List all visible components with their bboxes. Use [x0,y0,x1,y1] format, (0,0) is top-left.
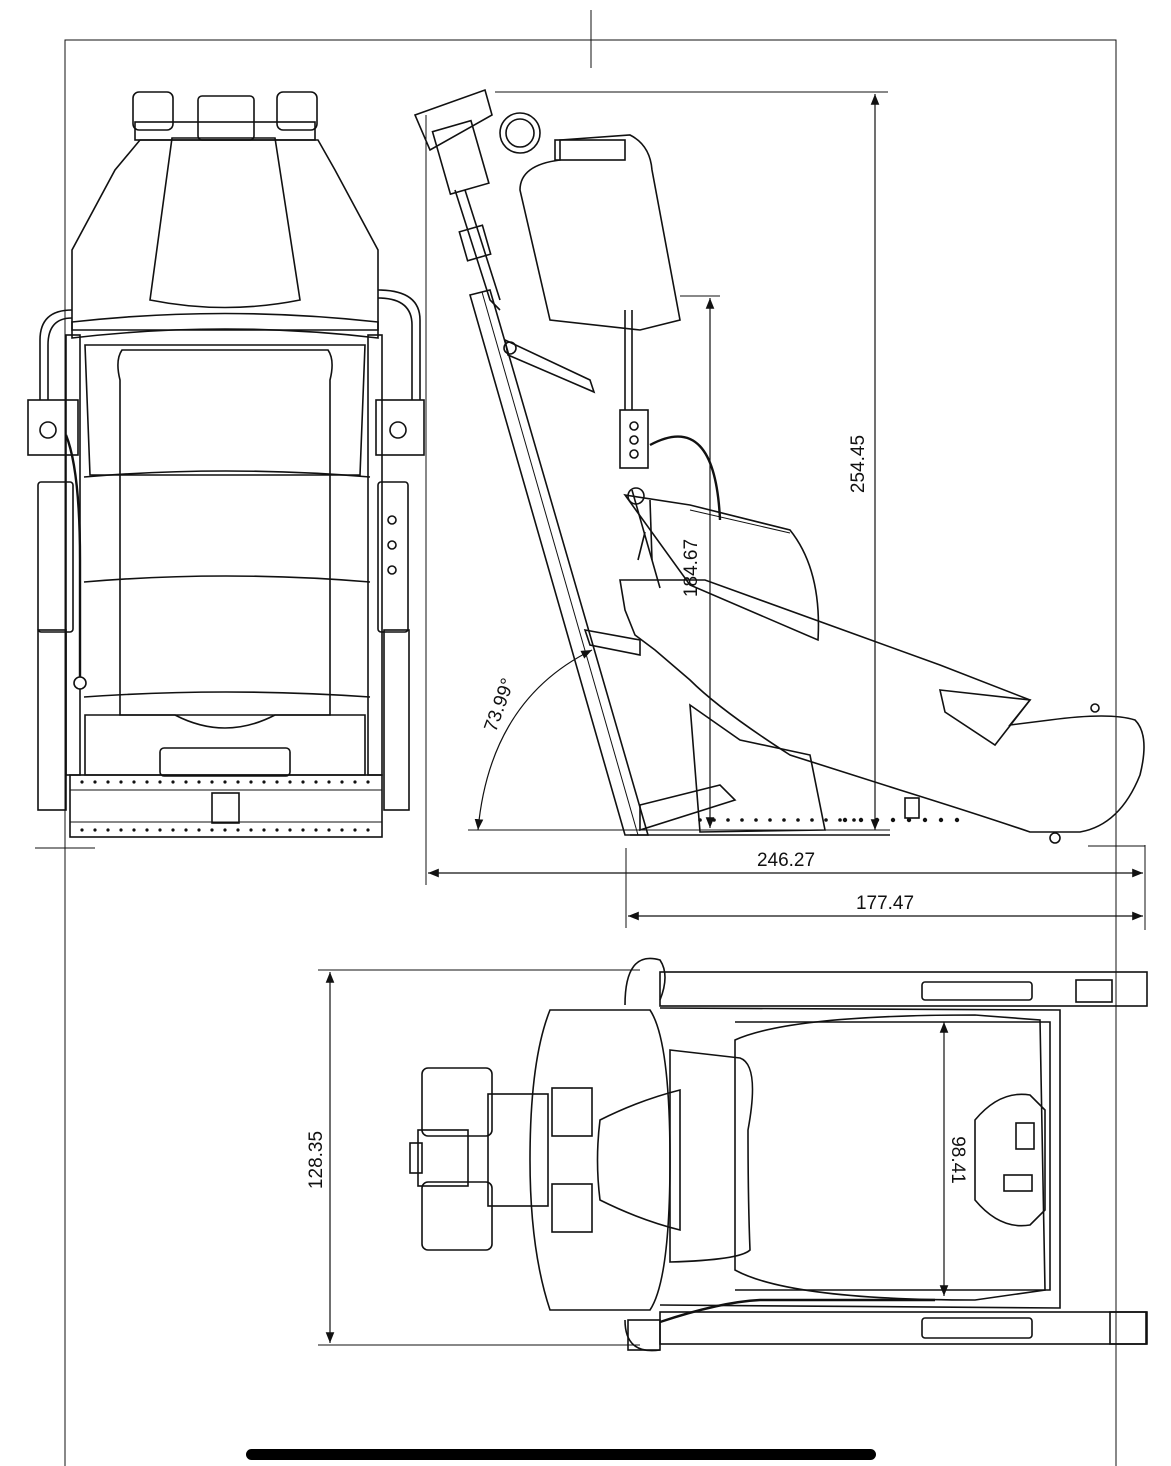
rivet [954,817,960,823]
rivet [210,828,214,832]
rivet [340,828,344,832]
rivet [858,817,864,823]
rivet [288,780,292,784]
rivet [922,817,928,823]
rivet [275,828,279,832]
home-indicator[interactable] [246,1449,876,1460]
rivet [223,828,227,832]
rivet [262,780,266,784]
rivet [698,818,702,822]
rivet [223,780,227,784]
rivet [171,828,175,832]
rivet [184,780,188,784]
rivet [80,780,84,784]
rivet [145,828,149,832]
rivet [796,818,800,822]
rivet [93,780,97,784]
dimension-overall-width: 128.35 [306,1131,327,1189]
rivet [938,817,944,823]
rivet [275,780,279,784]
rivet [262,828,266,832]
front-view [27,91,425,849]
dimension-overall-height: 254.45 [848,435,869,493]
rivet [132,828,136,832]
rivet [236,828,240,832]
dimension-lines [318,91,1146,1346]
rivet [249,828,253,832]
rivet [327,780,331,784]
rivet [712,818,716,822]
rivet [726,818,730,822]
rivet [132,780,136,784]
side-view [413,88,1145,844]
rivet [824,818,828,822]
rivet [171,780,175,784]
top-view [409,957,1148,1352]
rivet [314,780,318,784]
drawing-frame [64,10,1117,1466]
rivet [184,828,188,832]
rivet [782,818,786,822]
rivet [740,818,744,822]
rivet [906,817,912,823]
rivet [366,780,370,784]
rivet [106,828,110,832]
rivet [80,828,84,832]
rivet [119,828,123,832]
rivet [249,780,253,784]
dimension-overall-length: 246.27 [757,850,815,871]
rivet [197,828,201,832]
rivet [754,818,758,822]
rivet [842,817,848,823]
rivet [158,828,162,832]
rivet [301,828,305,832]
rivet [288,828,292,832]
rivet [93,828,97,832]
rivet [810,818,814,822]
dimension-back-angle: 73.99° [481,676,520,735]
rivet [890,817,896,823]
rivet [874,817,880,823]
rivet [197,780,201,784]
rivet [301,780,305,784]
rivet [210,780,214,784]
rivet [366,828,370,832]
rivet [314,828,318,832]
rivet [158,780,162,784]
rivet [353,780,357,784]
rivet [768,818,772,822]
rivet [145,780,149,784]
dimension-base-length: 177.47 [856,893,914,914]
rivet [838,818,842,822]
rivet [106,780,110,784]
rivet [852,818,856,822]
rivet [119,780,123,784]
rivet [353,828,357,832]
rivet [327,828,331,832]
dimension-inner-width: 98.41 [947,1136,968,1184]
dimension-seat-height: 184.67 [681,539,702,597]
rivet [236,780,240,784]
rivet [340,780,344,784]
